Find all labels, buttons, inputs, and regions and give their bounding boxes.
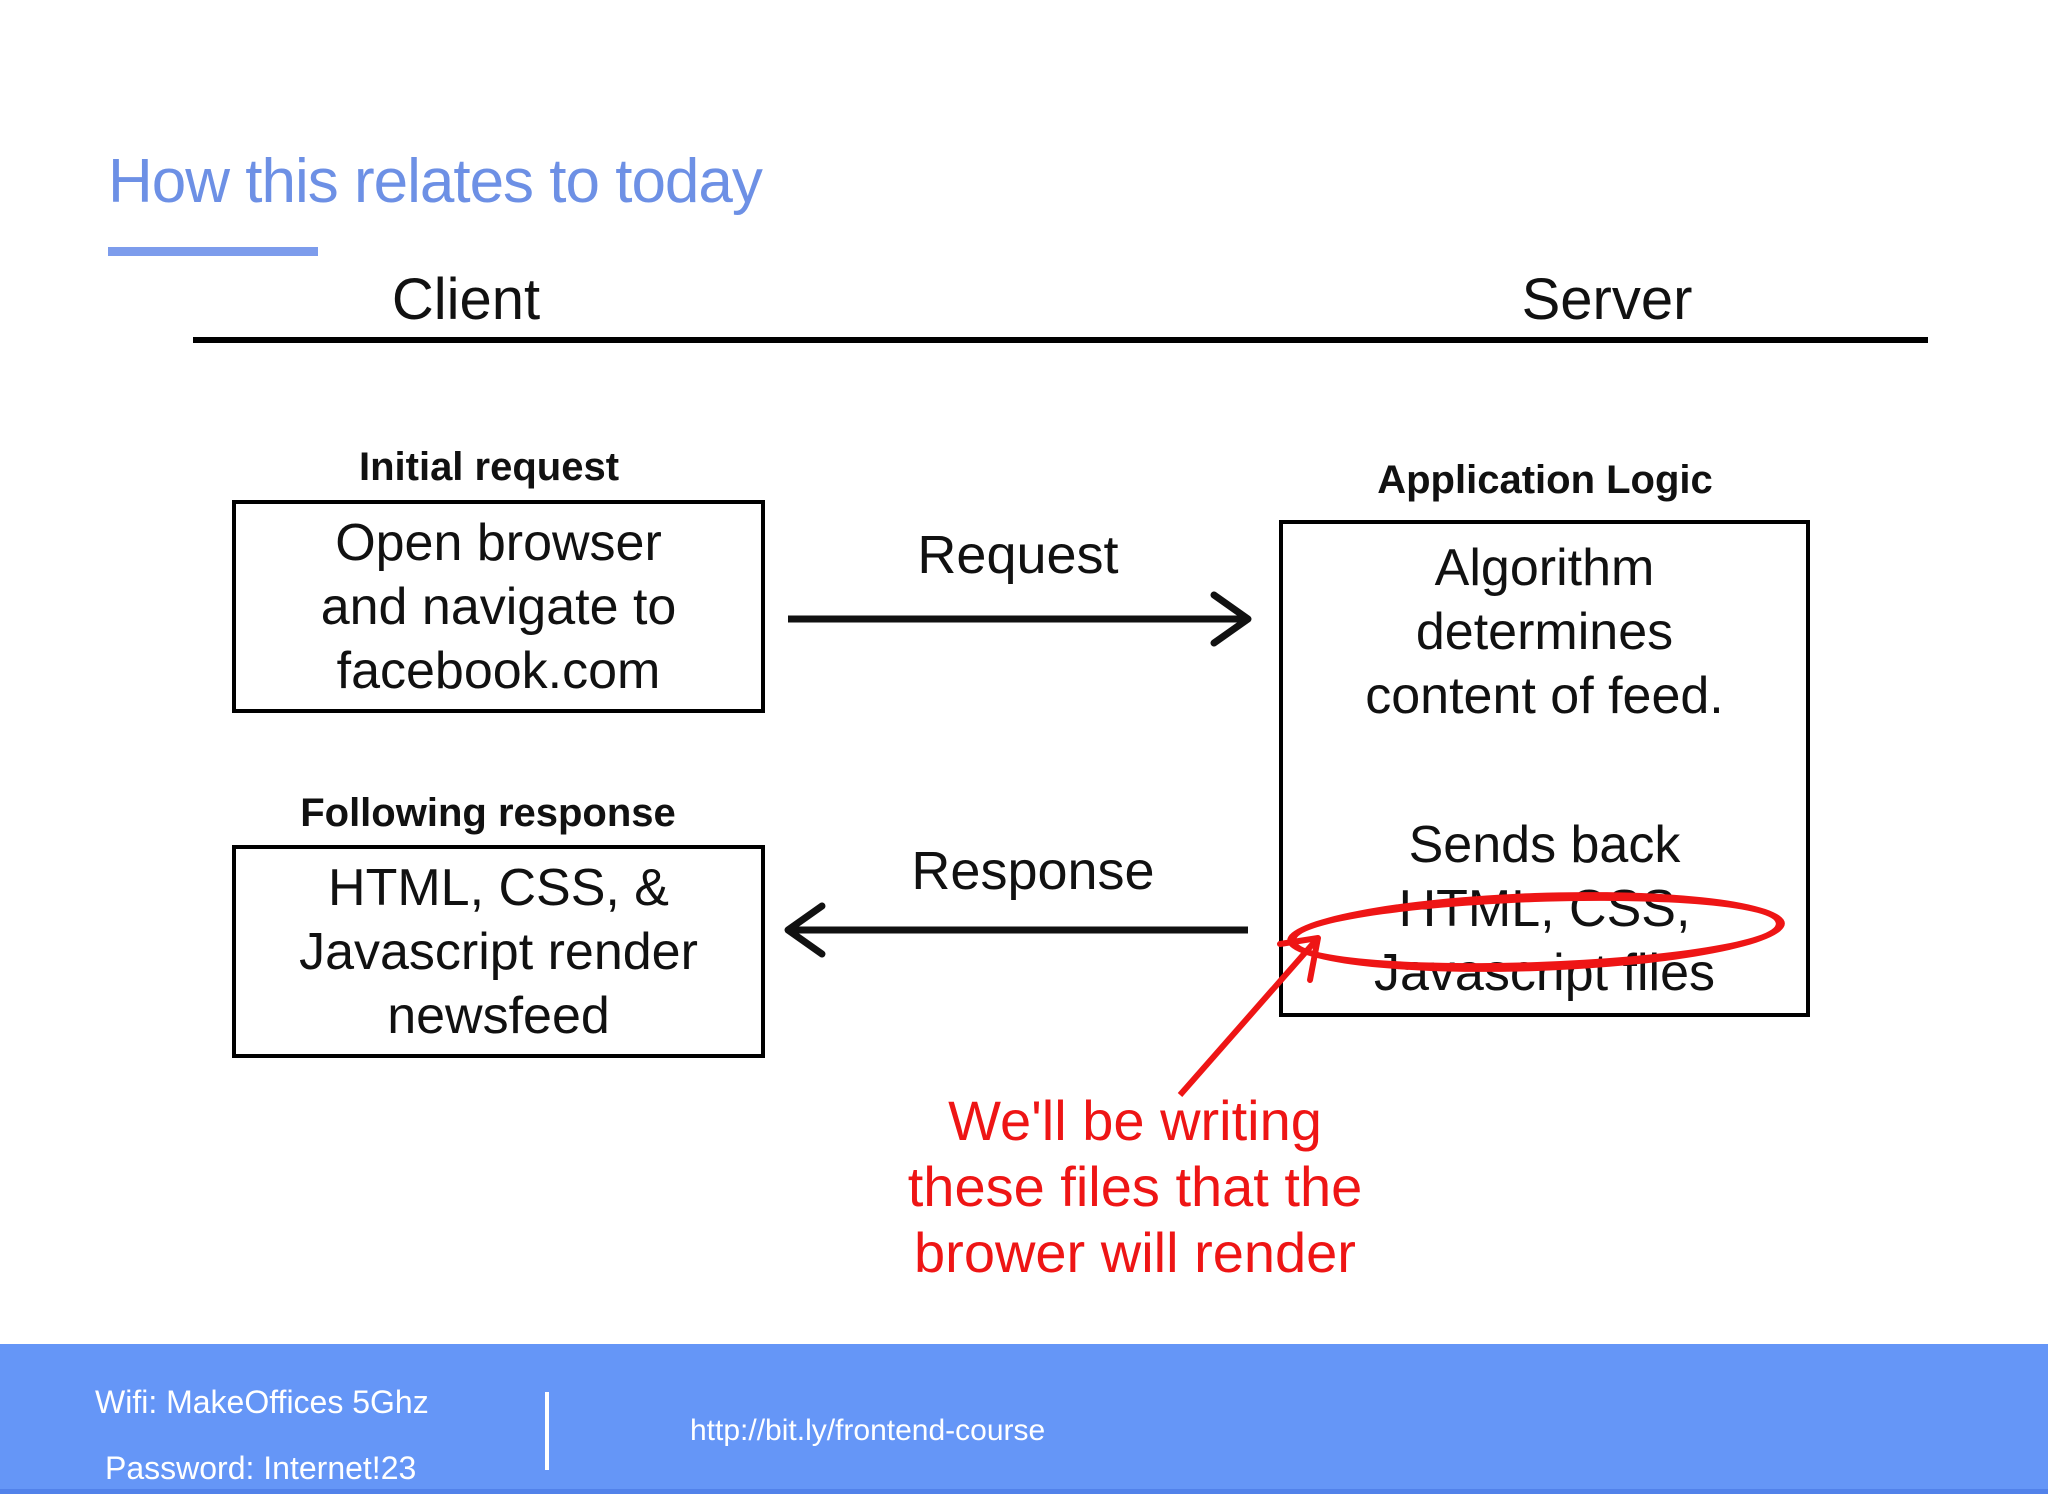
following-response-label: Following response [300,791,676,835]
box-text-line: content of feed. [1365,667,1724,725]
column-header-server: Server [1521,267,1693,332]
request-arrow-icon [788,591,1252,647]
annotation-line: these files that the [907,1155,1363,1218]
box-text-line: facebook.com [336,641,661,700]
box-text-line: Sends back [1408,816,1681,874]
box-text-line: HTML, CSS, & [328,858,669,917]
box-text-line: Open browser [335,513,662,572]
box-text-line: newsfeed [387,986,610,1045]
box-text-line: HTML, CSS, [1398,880,1691,938]
box-text-line: and navigate to [320,577,677,636]
annotation-arrow-icon [1177,935,1321,1097]
box-text-line: Javascript files [1374,944,1715,1002]
column-divider-line [193,337,1928,343]
annotation-line: brower will render [914,1221,1356,1284]
title-underline [108,247,318,256]
footer-bottom-strip [0,1489,2048,1494]
response-arrow-label: Response [911,841,1155,901]
server-box-bottom-text: Sends back HTML, CSS, Javascript files [1374,813,1715,1005]
footer-url-text: http://bit.ly/frontend-course [690,1414,1046,1447]
column-header-client: Client [391,267,541,332]
annotation-text: We'll be writing these files that the br… [908,1088,1363,1286]
box-text-line: determines [1415,603,1674,661]
request-arrow-label: Request [917,525,1119,585]
response-arrow-icon [784,902,1248,958]
footer-bar: Wifi: MakeOffices 5Ghz Password: Interne… [0,1344,2048,1494]
footer-password-text: Password: Internet!23 [105,1450,417,1486]
server-application-logic-box: Algorithm determines content of feed. Se… [1279,520,1810,1017]
page-title: How this relates to today [108,147,763,216]
client-initial-request-box: Open browser and navigate to facebook.co… [232,500,765,713]
box-text-line: Algorithm [1434,539,1655,597]
server-box-top-text: Algorithm determines content of feed. [1365,536,1724,728]
initial-request-label: Initial request [358,445,620,489]
footer-divider [545,1392,549,1470]
application-logic-label: Application Logic [1377,458,1713,502]
box-text-line: Javascript render [299,922,698,981]
footer-wifi-text: Wifi: MakeOffices 5Ghz [95,1384,429,1420]
annotation-line: We'll be writing [948,1089,1322,1152]
client-following-response-box: HTML, CSS, & Javascript render newsfeed [232,845,765,1058]
